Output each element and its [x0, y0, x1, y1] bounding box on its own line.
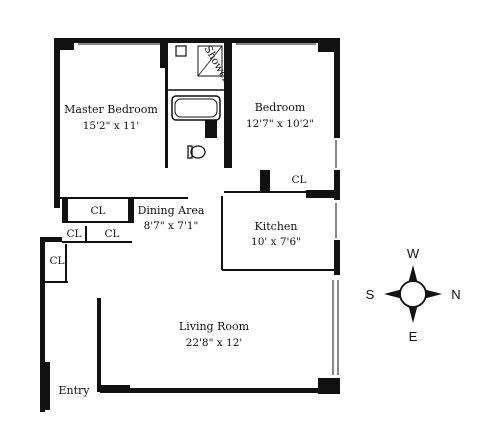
bedroom-dims: 12'7" x 10'2" [246, 118, 314, 130]
compass-needle-north [408, 265, 418, 284]
compass-w-label: W [407, 246, 420, 261]
interior-walls [45, 38, 334, 283]
living-room-label: Living Room [179, 320, 250, 333]
compass-n-label: N [451, 287, 460, 302]
compass-needle-west [384, 289, 403, 299]
closet-label-bedroom: CL [291, 174, 306, 186]
closet-label-entry: CL [49, 255, 64, 267]
compass-e-label: E [409, 329, 418, 344]
closet-label-hall-right: CL [104, 228, 119, 240]
bath-fixtures [171, 45, 223, 159]
exterior-walls [40, 38, 340, 412]
master-bedroom-label: Master Bedroom [64, 103, 158, 116]
dining-area-dims: 8'7" x 7'1" [144, 220, 199, 232]
kitchen-dims: 10' x 7'6" [251, 236, 301, 248]
compass-s-label: S [366, 287, 375, 302]
compass-needle-south [408, 304, 418, 323]
windows [78, 43, 339, 375]
compass-needle-east [423, 289, 442, 299]
dining-area-label: Dining Area [138, 204, 205, 217]
bedroom-label: Bedroom [255, 101, 306, 114]
master-bedroom-dims: 15'2" x 11' [83, 120, 140, 132]
closet-label-hall: CL [90, 205, 105, 217]
kitchen-label: Kitchen [255, 220, 298, 233]
entry-label: Entry [58, 384, 90, 397]
closet-label-hall-left: CL [66, 228, 81, 240]
compass-ring [399, 280, 427, 308]
compass: W E S N [366, 246, 461, 344]
living-room-dims: 22'8" x 12' [186, 337, 243, 349]
